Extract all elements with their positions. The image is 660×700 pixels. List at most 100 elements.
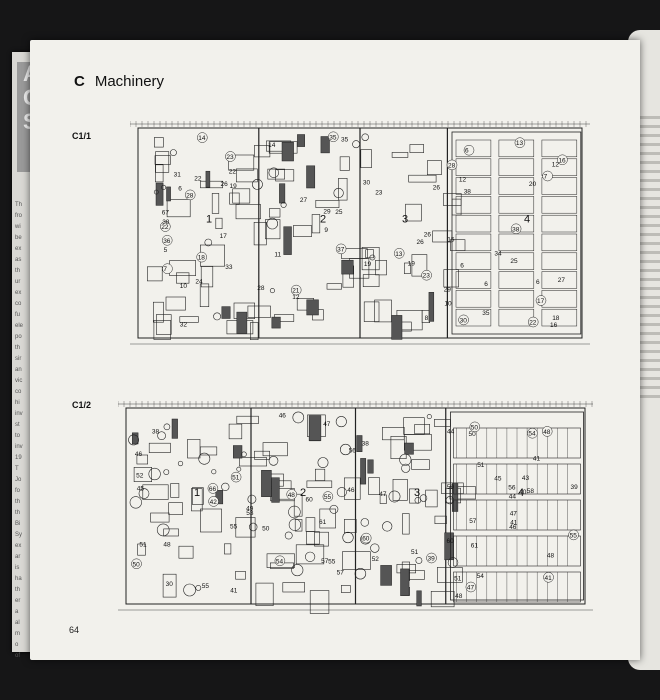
machinery-item	[392, 479, 408, 501]
machinery-item	[255, 582, 274, 607]
callout-number: 38	[464, 189, 472, 196]
underlying-text-fragment: wi	[15, 224, 21, 230]
machinery-item	[311, 214, 321, 234]
section-title: Machinery	[94, 73, 165, 90]
callout-circle	[514, 137, 526, 148]
callout-circle	[568, 529, 579, 541]
callout-number: 46	[509, 524, 517, 531]
machinery-item	[449, 486, 476, 500]
callout-number: 48	[543, 429, 551, 436]
equipment-block	[404, 442, 414, 455]
pump-symbol	[342, 531, 354, 544]
callout-circle	[465, 581, 477, 593]
callout-number: 33	[225, 264, 233, 271]
machinery-item	[235, 517, 256, 538]
callout-number: 36	[163, 238, 171, 245]
machinery-item	[344, 519, 357, 534]
machinery-item	[275, 169, 295, 182]
equipment-block	[205, 170, 211, 188]
underlying-text-fragment: th	[15, 268, 21, 274]
callout-number: 38	[162, 219, 170, 226]
battery-cell	[498, 196, 535, 214]
machinery-item	[403, 434, 432, 451]
underlying-text-fragment: fro	[15, 213, 23, 219]
underlying-text-fragment: 19	[15, 455, 22, 461]
machinery-item	[200, 446, 218, 456]
callout-number: 59	[447, 484, 455, 491]
callout-number: 46	[135, 451, 143, 458]
callout-circle	[542, 170, 553, 182]
battery-cell	[455, 308, 492, 327]
machinery-item	[211, 193, 220, 214]
callout-number: 12	[459, 176, 467, 183]
callout-number: 60	[362, 536, 370, 543]
machinery-item	[142, 484, 169, 500]
underlying-text-fragment: th	[15, 510, 21, 516]
callout-number: 39	[571, 484, 579, 491]
machinery-item	[451, 198, 462, 216]
battery-cell	[455, 158, 492, 176]
callout-number: 30	[460, 317, 468, 324]
callout-number: 6	[460, 262, 464, 269]
room-number: 2	[320, 213, 326, 225]
underlying-text-fragment: th	[15, 587, 21, 593]
machinery-item	[153, 320, 171, 340]
machinery-item	[200, 180, 224, 189]
callout-number: 40	[519, 489, 527, 496]
machinery-item	[236, 415, 259, 424]
underlying-text-fragment: as	[15, 257, 22, 263]
pump-symbol	[148, 467, 161, 481]
callout-number: 55	[230, 523, 238, 530]
callout-circle	[426, 552, 437, 564]
callout-number: 13	[516, 140, 524, 147]
pump-symbol	[249, 522, 258, 532]
machinery-item	[178, 545, 194, 559]
equipment-block	[306, 299, 319, 316]
callout-number: 48	[163, 542, 171, 549]
pump-symbol	[360, 518, 370, 527]
callout-number: 22	[229, 169, 237, 176]
callout-number: 58	[527, 488, 535, 495]
callout-number: 46	[347, 487, 355, 494]
callout-number: 11	[274, 251, 281, 258]
callout-number: 22	[161, 224, 169, 231]
callout-circle	[207, 483, 219, 494]
underlying-text-fragment: inv	[15, 444, 23, 450]
battery-cell	[455, 139, 492, 158]
underlying-text-fragment: Th	[15, 202, 23, 208]
callout-number: 51	[411, 549, 419, 556]
callout-number: 31	[174, 171, 182, 178]
callout-number: 56	[349, 447, 357, 454]
room-number: 1	[206, 213, 212, 225]
equipment-block	[391, 315, 403, 340]
callout-circle	[131, 558, 142, 570]
machinery-item	[148, 442, 171, 453]
pump-symbol	[336, 487, 347, 498]
callout-number: 47	[379, 491, 387, 498]
pump-symbol	[211, 469, 217, 475]
machinery-item	[215, 217, 223, 229]
machinery-item	[154, 164, 164, 183]
callout-number: 55	[328, 559, 336, 566]
machinery-item	[163, 528, 179, 537]
equipment-block	[416, 590, 422, 607]
underlying-text-fragment: fo	[15, 488, 21, 494]
underlying-text-fragment: th	[15, 345, 21, 351]
callout-circle	[162, 263, 173, 274]
callout-number: 12	[292, 294, 300, 301]
callout-number: 23	[423, 273, 431, 280]
callout-number: 5	[164, 247, 168, 254]
battery-cell	[498, 290, 535, 308]
battery-cell	[541, 139, 578, 158]
callout-number: 51	[477, 462, 485, 469]
machinery-item	[154, 155, 171, 165]
callout-number: 26	[433, 184, 441, 191]
callout-number: 6	[536, 279, 540, 286]
callout-number: 54	[276, 558, 284, 565]
callout-number: 27	[558, 277, 566, 284]
machinery-item	[342, 551, 371, 570]
battery-cell	[455, 271, 492, 289]
pump-symbol	[280, 201, 287, 208]
equipment-block	[132, 432, 139, 445]
